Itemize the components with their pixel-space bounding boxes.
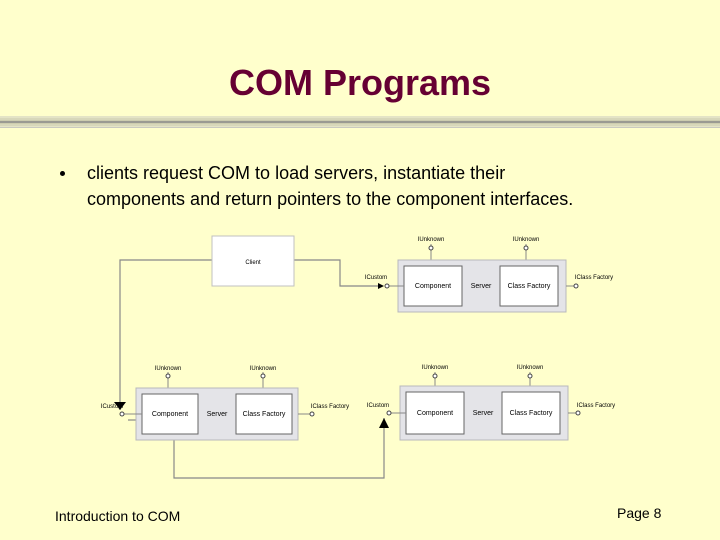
bullet-line-2: components and return pointers to the co… — [87, 189, 574, 209]
arrow-down-icon — [114, 402, 126, 410]
br-class-factory-label: Class Factory — [510, 410, 553, 417]
arrow-right-icon — [378, 283, 384, 289]
arrow-up-icon — [379, 418, 389, 428]
bl-iclassfactory-label: IClass Factory — [311, 404, 349, 410]
client-label: Client — [245, 260, 261, 266]
top-component-box — [403, 265, 463, 307]
top-component-label: Component — [415, 283, 451, 290]
top-iclassfactory-label: IClass Factory — [575, 275, 613, 281]
bl-icustom-label: ICustom — [101, 404, 123, 410]
bl-iunknown-right-lollipop-icon — [260, 373, 266, 379]
bullet-line-1: clients request COM to load servers, ins… — [87, 163, 506, 183]
bl-iunknown-right-label: IUnknown — [250, 366, 277, 372]
bullet-icon — [60, 171, 65, 176]
bottom-right-server-group: IUnknown IUnknown Component Server Class… — [367, 365, 615, 441]
title-divider — [0, 116, 720, 128]
bl-class-factory-label: Class Factory — [243, 411, 286, 418]
br-iunknown-left-lollipop-icon — [432, 373, 438, 379]
page-number: Page 8 — [617, 505, 662, 521]
top-server-group: IUnknown IUnknown Component Server Class… — [365, 237, 613, 313]
top-iunknown-left-label: IUnknown — [418, 237, 445, 243]
top-iunknown-right-label: IUnknown — [513, 237, 540, 243]
br-iclassfactory-label: IClass Factory — [577, 403, 615, 409]
br-iunknown-left-label: IUnknown — [422, 365, 449, 371]
br-component-label: Component — [417, 410, 453, 417]
connector-lines — [119, 259, 385, 479]
bl-iclassfactory-lollipop-icon — [309, 411, 315, 417]
top-class-factory-box — [499, 265, 559, 307]
br-component-box — [405, 391, 465, 435]
br-class-factory-box — [501, 391, 561, 435]
br-iunknown-right-label: IUnknown — [517, 365, 544, 371]
bl-component-label: Component — [152, 411, 188, 418]
br-iclassfactory-lollipop-icon — [575, 410, 581, 416]
top-server-label: Server — [471, 283, 492, 290]
slide-title: COM Programs — [228, 62, 492, 103]
top-class-factory-label: Class Factory — [508, 283, 551, 290]
bl-component-box — [141, 393, 199, 435]
top-iunknown-left-lollipop-icon — [428, 245, 434, 251]
bullet-text: clients request COM to load servers, ins… — [87, 160, 687, 212]
bl-icustom-lollipop-icon — [119, 411, 125, 417]
top-icustom-label: ICustom — [365, 275, 387, 281]
bl-iunknown-left-lollipop-icon — [165, 373, 171, 379]
bl-server-label: Server — [207, 411, 228, 418]
top-iclassfactory-lollipop-icon — [573, 283, 579, 289]
client-to-top-icustom-line — [294, 259, 378, 287]
top-icustom-lollipop-icon — [384, 283, 390, 289]
bl-iunknown-left-label: IUnknown — [155, 366, 182, 372]
bottom-left-server-group: IUnknown IUnknown Component Server Class… — [101, 366, 349, 441]
br-server-label: Server — [473, 410, 494, 417]
left-to-right-icustom-line — [173, 418, 385, 479]
top-iunknown-right-lollipop-icon — [523, 245, 529, 251]
br-icustom-label: ICustom — [367, 403, 389, 409]
bl-class-factory-box — [235, 393, 293, 435]
footer-title: Introduction to COM — [55, 508, 181, 524]
client-box — [211, 235, 295, 287]
client-to-left-icustom-line — [119, 259, 212, 410]
br-icustom-lollipop-icon — [386, 410, 392, 416]
br-iunknown-right-lollipop-icon — [527, 373, 533, 379]
